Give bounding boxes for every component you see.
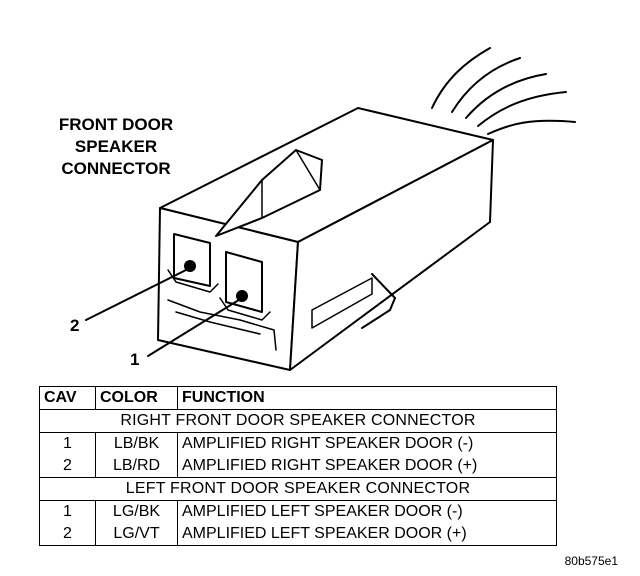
- table-row: 1 LG/BK AMPLIFIED LEFT SPEAKER DOOR (-): [39, 500, 557, 523]
- table-row: 2 LB/RD AMPLIFIED RIGHT SPEAKER DOOR (+): [39, 455, 557, 478]
- table-row: 1 LB/BK AMPLIFIED RIGHT SPEAKER DOOR (-): [39, 432, 557, 455]
- pinout-table: CAV COLOR FUNCTION RIGHT FRONT DOOR SPEA…: [39, 386, 557, 546]
- title-line: SPEAKER: [74, 137, 158, 156]
- header-function: FUNCTION: [177, 386, 557, 410]
- cell-function: AMPLIFIED RIGHT SPEAKER DOOR (+): [177, 455, 557, 478]
- figure-code: 80b575e1: [564, 554, 618, 568]
- terminal-2-pin: [184, 260, 196, 272]
- cell-function: AMPLIFIED LEFT SPEAKER DOOR (+): [177, 523, 557, 546]
- terminal-1-pin: [236, 290, 248, 302]
- cell-color: LB/BK: [95, 432, 178, 455]
- title-line: FRONT DOOR: [58, 115, 174, 134]
- cell-cav: 2: [39, 523, 96, 546]
- cell-color: LB/RD: [95, 455, 178, 478]
- cavity-1: [219, 251, 271, 321]
- section-title: LEFT FRONT DOOR SPEAKER CONNECTOR: [39, 477, 557, 501]
- cell-function: AMPLIFIED LEFT SPEAKER DOOR (-): [177, 500, 557, 523]
- cell-cav: 2: [39, 455, 96, 478]
- cell-function: AMPLIFIED RIGHT SPEAKER DOOR (-): [177, 432, 557, 455]
- title-line: CONNECTOR: [61, 159, 171, 178]
- section-header-row: RIGHT FRONT DOOR SPEAKER CONNECTOR: [39, 409, 557, 433]
- section-header-row: LEFT FRONT DOOR SPEAKER CONNECTOR: [39, 477, 557, 501]
- header-color: COLOR: [95, 386, 178, 410]
- cell-cav: 1: [39, 432, 96, 455]
- leader-line-1: [147, 297, 243, 357]
- wire-bundle: [431, 47, 576, 135]
- table-row: 2 LG/VT AMPLIFIED LEFT SPEAKER DOOR (+): [39, 523, 557, 546]
- cell-color: LG/VT: [95, 523, 178, 546]
- header-cav: CAV: [39, 386, 96, 410]
- diagram-title: FRONT DOOR SPEAKER CONNECTOR: [36, 114, 196, 180]
- cell-cav: 1: [39, 500, 96, 523]
- connector-illustration: [85, 47, 576, 371]
- cell-color: LG/BK: [95, 500, 178, 523]
- table-header-row: CAV COLOR FUNCTION: [39, 386, 557, 410]
- section-title: RIGHT FRONT DOOR SPEAKER CONNECTOR: [39, 409, 557, 433]
- leader-line-2: [85, 267, 191, 321]
- callout-2-label: 2: [70, 316, 80, 335]
- callout-1-label: 1: [130, 350, 140, 369]
